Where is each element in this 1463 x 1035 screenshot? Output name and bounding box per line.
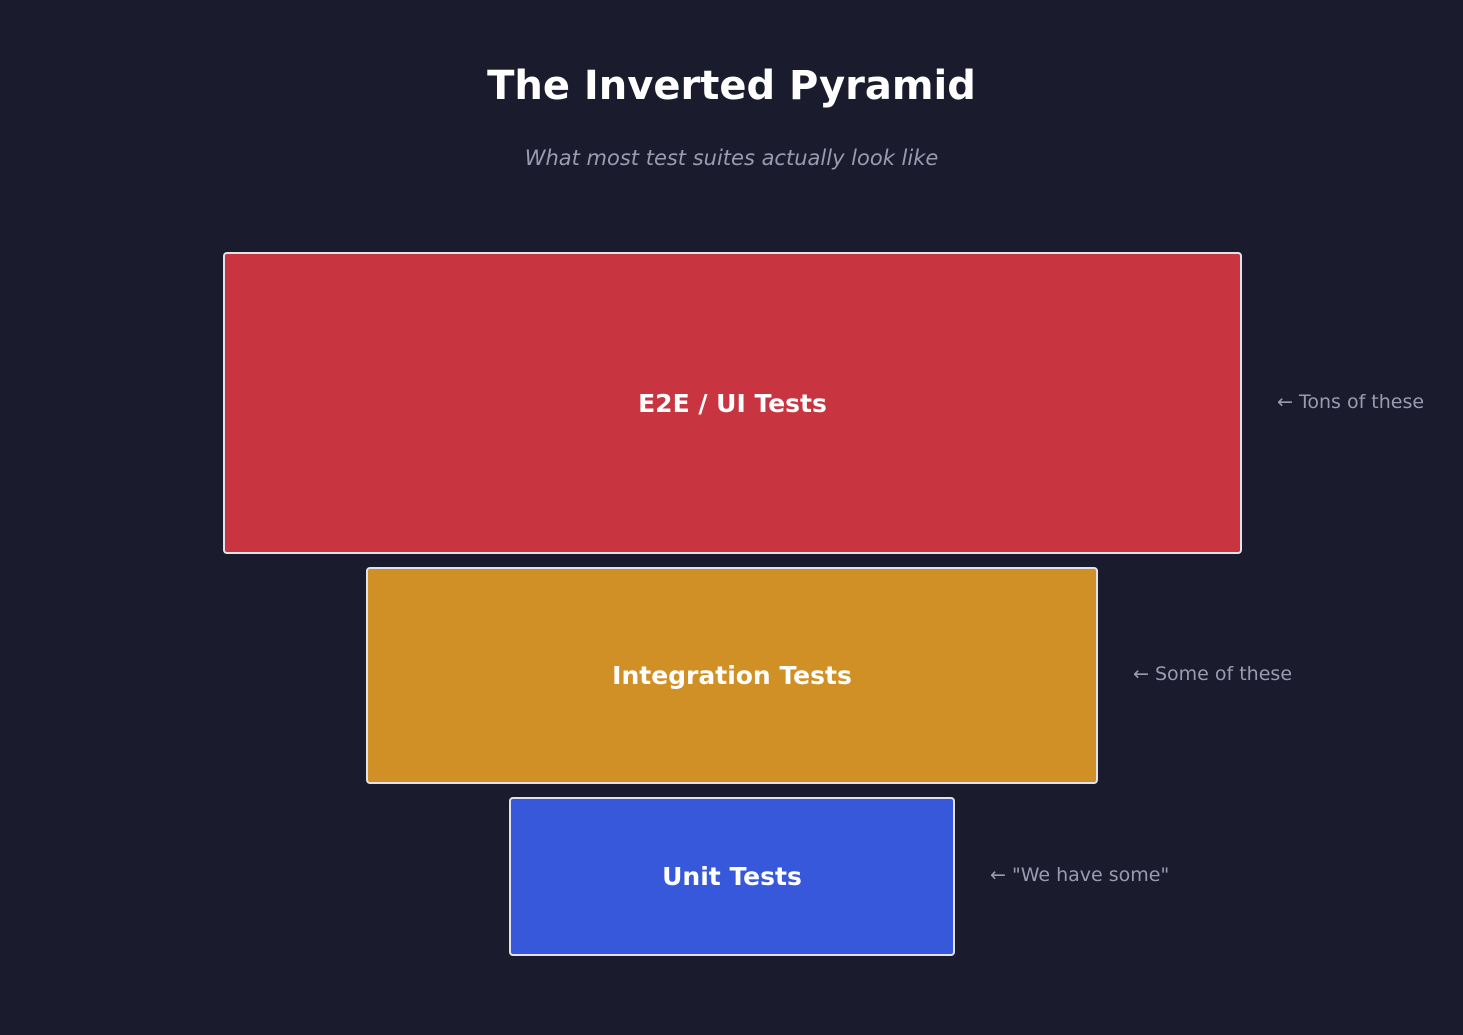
note-unit: ← "We have some" [990, 864, 1170, 886]
layer-label: E2E / UI Tests [638, 388, 827, 418]
page-subtitle: What most test suites actually look like [524, 146, 939, 170]
layer-e2e-ui-tests: E2E / UI Tests [223, 252, 1242, 554]
layer-unit-tests: Unit Tests [509, 797, 955, 956]
page-title: The Inverted Pyramid [487, 63, 976, 109]
note-e2e: ← Tons of these [1277, 391, 1425, 413]
layer-integration-tests: Integration Tests [366, 567, 1098, 784]
note-integration: ← Some of these [1133, 663, 1293, 685]
layer-label: Integration Tests [612, 661, 852, 690]
layer-label: Unit Tests [662, 862, 802, 891]
